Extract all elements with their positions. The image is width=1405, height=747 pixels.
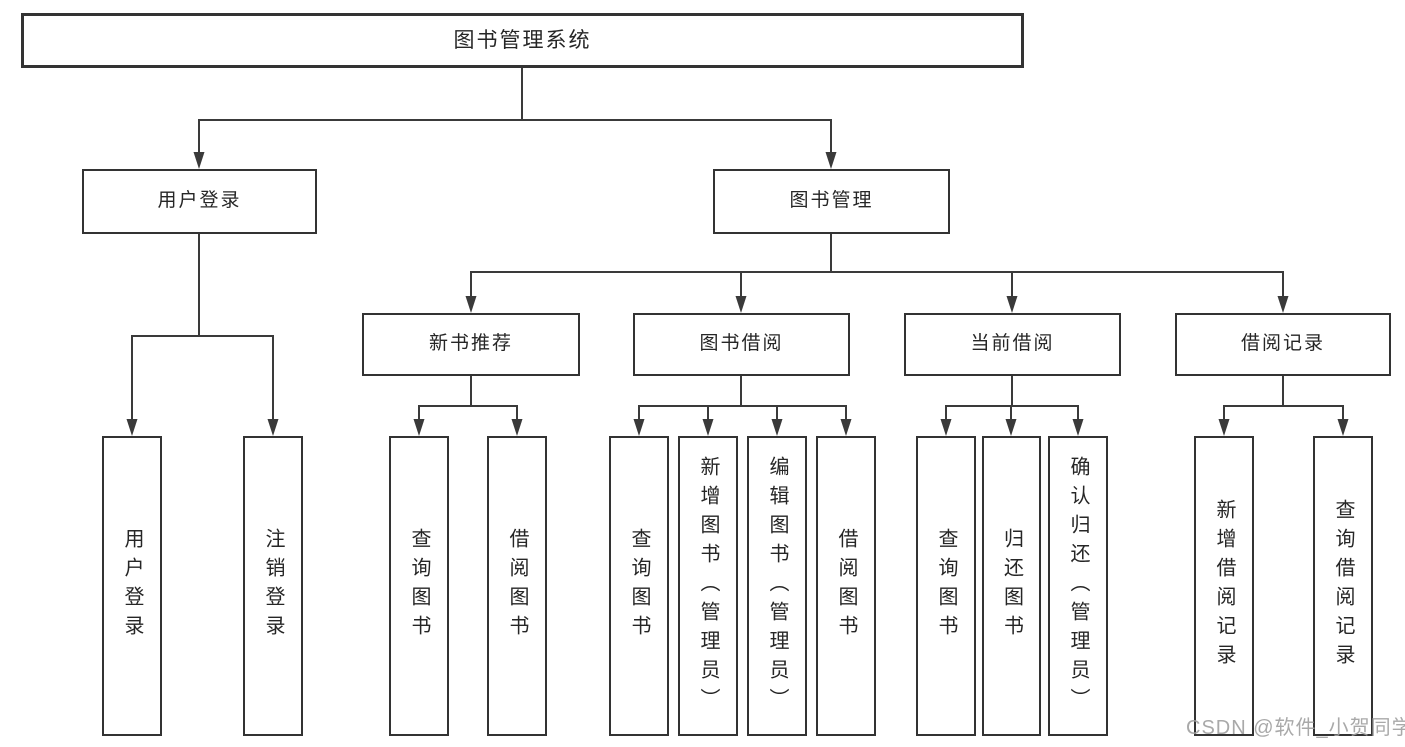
node-borrowing-records: 借阅记录 <box>1175 313 1391 376</box>
node-leaf-add-books-admin: 新增图书（管理员） <box>678 436 738 736</box>
node-current-borrowing: 当前借阅 <box>904 313 1121 376</box>
node-leaf-add-borrow-record: 新增借阅记录 <box>1194 436 1254 736</box>
node-leaf-logout: 注销登录 <box>243 436 303 736</box>
node-leaf-confirm-return-admin: 确认归还（管理员） <box>1048 436 1108 736</box>
node-leaf-query-borrow-record: 查询借阅记录 <box>1313 436 1373 736</box>
node-book-management-module: 图书管理 <box>713 169 950 234</box>
node-leaf-user-login: 用户登录 <box>102 436 162 736</box>
node-book-borrowing: 图书借阅 <box>633 313 850 376</box>
node-leaf-edit-books-admin: 编辑图书（管理员） <box>747 436 807 736</box>
node-leaf-query-books-3: 查询图书 <box>916 436 976 736</box>
node-leaf-query-books-1: 查询图书 <box>389 436 449 736</box>
node-root-system: 图书管理系统 <box>21 13 1024 68</box>
node-leaf-query-books-2: 查询图书 <box>609 436 669 736</box>
node-leaf-borrow-books-2: 借阅图书 <box>816 436 876 736</box>
arrowheads <box>126 152 1349 436</box>
node-leaf-return-books: 归还图书 <box>982 436 1041 736</box>
node-leaf-borrow-books-1: 借阅图书 <box>487 436 547 736</box>
node-new-book-recommend: 新书推荐 <box>362 313 580 376</box>
csdn-watermark: CSDN @软件_小贺同学 <box>1186 717 1405 739</box>
node-user-login-module: 用户登录 <box>82 169 317 234</box>
